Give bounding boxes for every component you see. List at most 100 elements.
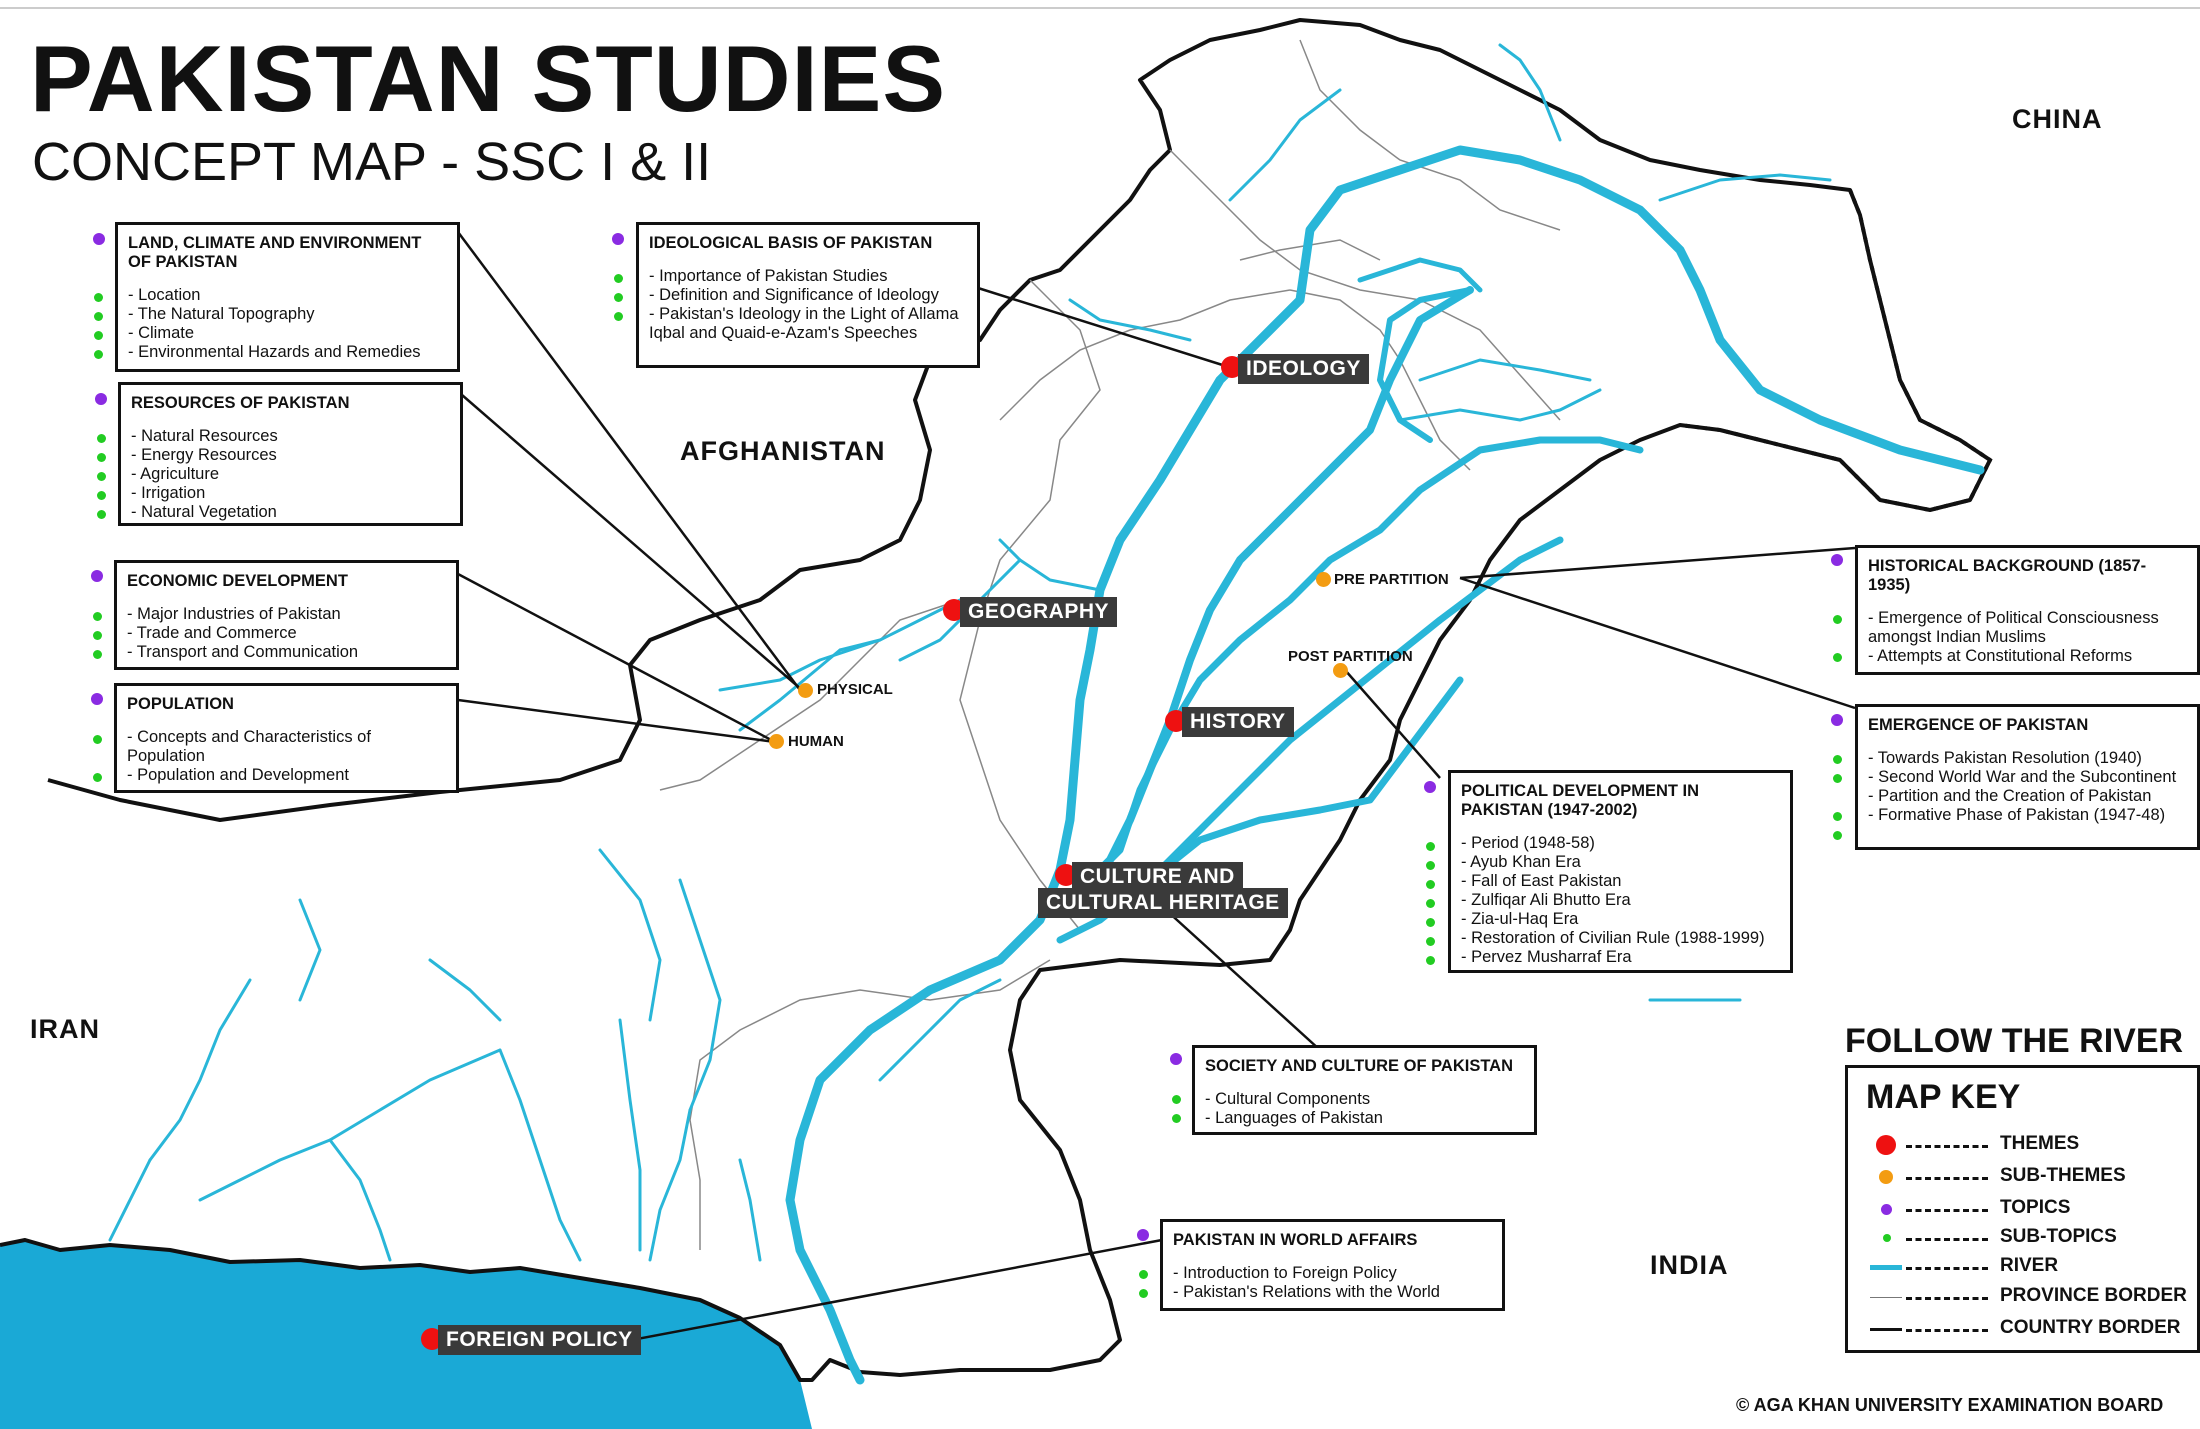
- subtopic-dot: [1426, 956, 1435, 965]
- subtopic-dot: [1426, 861, 1435, 870]
- topic-box-population: POPULATION - Concepts and Characteristic…: [114, 683, 459, 793]
- subtopic-dot: [1833, 812, 1842, 821]
- subtopic-item: - Pakistan's Relations with the World: [1173, 1283, 1440, 1301]
- theme-dot-culture: [1055, 864, 1077, 886]
- subtopic-dot: [94, 293, 103, 302]
- subtopic-list: - Emergence of Political Consciousness a…: [1868, 609, 2187, 666]
- subtopic-item: - Concepts and Characteristics of Popula…: [127, 728, 371, 765]
- subtopic-dot: [94, 350, 103, 359]
- subtopic-dot: [97, 434, 106, 443]
- disputed-border: [1679, 189, 1993, 513]
- subtopic-list: - Major Industries of Pakistan - Trade a…: [127, 605, 446, 662]
- subtopic-item: - Pakistan's Ideology in the Light of Al…: [649, 305, 959, 342]
- river-symbol: [1870, 1265, 1902, 1270]
- topic-title: HISTORICAL BACKGROUND (1857-1935): [1868, 557, 2147, 594]
- topic-box-historical: HISTORICAL BACKGROUND (1857-1935) - Emer…: [1855, 545, 2200, 675]
- topic-box-resources: RESOURCES OF PAKISTAN - Natural Resource…: [118, 382, 463, 526]
- subtopic-item: - Environmental Hazards and Remedies: [128, 343, 421, 361]
- key-dash: [1906, 1329, 1988, 1332]
- theme-symbol: [1876, 1135, 1896, 1155]
- topic-box-emergence: EMERGENCE OF PAKISTAN - Towards Pakistan…: [1855, 704, 2200, 850]
- subtopic-dot: [1833, 774, 1842, 783]
- subtopic-dot: [97, 472, 106, 481]
- subtopic-item: - Irrigation: [131, 484, 206, 502]
- subtopic-item: - Transport and Communication: [127, 643, 359, 661]
- subtopic-list: - Importance of Pakistan Studies - Defin…: [649, 267, 967, 343]
- topic-box-political: POLITICAL DEVELOPMENT IN PAKISTAN (1947-…: [1448, 770, 1793, 973]
- subtopic-dot: [1833, 615, 1842, 624]
- subtopic-item: - Cultural Components: [1205, 1090, 1371, 1108]
- subtheme-symbol: [1879, 1170, 1893, 1184]
- topic-box-economic: ECONOMIC DEVELOPMENT - Major Industries …: [114, 560, 459, 670]
- subtheme-post-partition: POST PARTITION: [1288, 648, 1413, 665]
- subtopic-item: - Population and Development: [127, 766, 349, 784]
- subtopic-dot: [1426, 937, 1435, 946]
- theme-ideology: IDEOLOGY: [1238, 354, 1369, 384]
- subtopic-item: - Languages of Pakistan: [1205, 1109, 1383, 1127]
- theme-geography: GEOGRAPHY: [960, 597, 1118, 627]
- subtopic-item: - Attempts at Constitutional Reforms: [1868, 647, 2133, 665]
- key-label: TOPICS: [2000, 1197, 2071, 1218]
- subtopic-item: - Partition and the Creation of Pakistan: [1868, 787, 2152, 805]
- subtopic-item: - Natural Resources: [131, 427, 278, 445]
- topic-title: LAND, CLIMATE AND ENVIRONMENT OF PAKISTA…: [128, 234, 422, 271]
- subtopic-list: - Introduction to Foreign Policy - Pakis…: [1173, 1264, 1492, 1302]
- subtopic-item: - Introduction to Foreign Policy: [1173, 1264, 1397, 1282]
- subtopic-item: - Importance of Pakistan Studies: [649, 267, 888, 285]
- key-dash: [1906, 1297, 1988, 1300]
- key-row-subthemes: SUB-THEMES: [1848, 1165, 2198, 1191]
- subtheme-dot-post-partition: [1333, 663, 1348, 678]
- subtopic-dot: [1426, 918, 1435, 927]
- topic-title: POPULATION: [127, 695, 234, 713]
- map-key: MAP KEY THEMES SUB-THEMES TOPICS SUB-TOP…: [1845, 1065, 2200, 1353]
- subtheme-dot-physical: [798, 683, 813, 698]
- subtopic-dot: [1172, 1114, 1181, 1123]
- topic-dot: [91, 570, 103, 582]
- subtopic-dot: [93, 631, 102, 640]
- subtopic-item: - Formative Phase of Pakistan (1947-48): [1868, 806, 2166, 824]
- subtopic-list: - Towards Pakistan Resolution (1940) - S…: [1868, 749, 2187, 825]
- key-dash: [1906, 1267, 1988, 1270]
- subtopic-list: - Natural Resources - Energy Resources -…: [131, 427, 450, 522]
- page-title: PAKISTAN STUDIES: [30, 26, 947, 131]
- theme-dot-ideology: [1221, 356, 1243, 378]
- subtopic-dot: [1139, 1270, 1148, 1279]
- subtopic-item: - Ayub Khan Era: [1461, 853, 1581, 871]
- province-border-symbol: [1870, 1297, 1902, 1298]
- subtopic-item: - Climate: [128, 324, 195, 342]
- subtopic-dot: [93, 735, 102, 744]
- arabian-sea: [0, 1240, 812, 1429]
- subtheme-dot-human: [769, 734, 784, 749]
- label-china: CHINA: [2012, 104, 2103, 134]
- topic-dot: [91, 693, 103, 705]
- subtheme-dot-pre-partition: [1316, 572, 1331, 587]
- legend-follow-title: FOLLOW THE RIVER: [1845, 1022, 2184, 1060]
- subtopic-item: - Fall of East Pakistan: [1461, 872, 1622, 890]
- subtopic-dot: [93, 612, 102, 621]
- subtopic-item: - Period (1948-58): [1461, 834, 1595, 852]
- topic-dot: [1831, 554, 1843, 566]
- topic-dot: [1831, 714, 1843, 726]
- theme-dot-geography: [943, 599, 965, 621]
- topic-box-land-climate: LAND, CLIMATE AND ENVIRONMENT OF PAKISTA…: [115, 222, 460, 372]
- topic-symbol: [1881, 1204, 1892, 1215]
- key-label: RIVER: [2000, 1255, 2059, 1276]
- theme-history: HISTORY: [1182, 707, 1294, 737]
- topic-box-ideological: IDEOLOGICAL BASIS OF PAKISTAN - Importan…: [636, 222, 980, 368]
- subtopic-dot: [97, 491, 106, 500]
- topic-box-society: SOCIETY AND CULTURE OF PAKISTAN - Cultur…: [1192, 1045, 1537, 1135]
- topic-title: ECONOMIC DEVELOPMENT: [127, 572, 348, 590]
- topic-dot: [612, 233, 624, 245]
- topic-title: IDEOLOGICAL BASIS OF PAKISTAN: [649, 234, 933, 252]
- topic-dot: [1424, 781, 1436, 793]
- subtopic-dot: [94, 331, 103, 340]
- key-dash: [1906, 1209, 1988, 1212]
- theme-culture-line2: CULTURAL HERITAGE: [1038, 888, 1288, 918]
- subtopic-list: - Concepts and Characteristics of Popula…: [127, 728, 446, 785]
- subtopic-dot: [1833, 831, 1842, 840]
- label-india: INDIA: [1650, 1250, 1729, 1280]
- subtopic-item: - Second World War and the Subcontinent: [1868, 768, 2177, 786]
- subtopic-item: - Zia-ul-Haq Era: [1461, 910, 1579, 928]
- subtopic-dot: [97, 510, 106, 519]
- key-label: SUB-THEMES: [2000, 1165, 2126, 1186]
